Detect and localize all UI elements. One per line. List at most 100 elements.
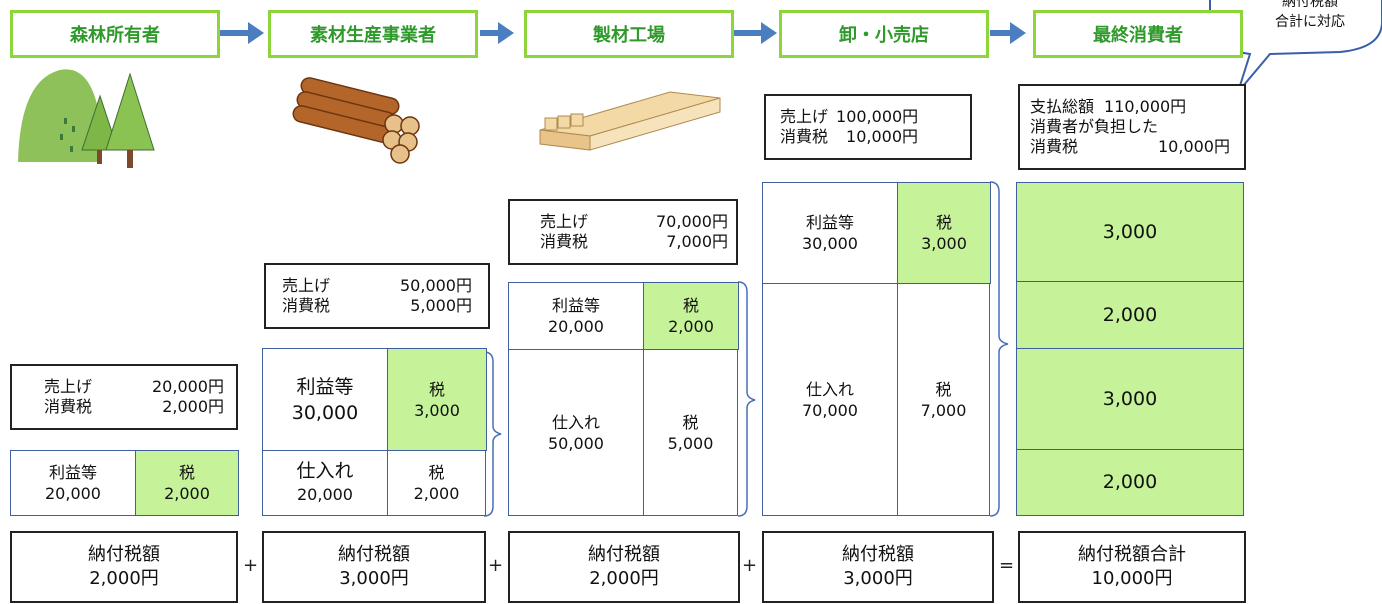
logger-sales-box: 売上げ 50,000円 消費税 5,000円 [264, 263, 490, 329]
retail-taxcell-value: 3,000 [921, 234, 967, 253]
sawmill-profit-value: 20,000 [548, 317, 604, 336]
callout-line-2: 合計に対応 [1275, 14, 1345, 30]
consumer-pay-box: 納付税額合計 10,000円 [1018, 531, 1246, 603]
arrow-4 [990, 22, 1026, 44]
plus-operator-1: + [243, 555, 259, 576]
logger-taxcell-value: 3,000 [414, 400, 460, 420]
consumer-total-label: 支払総額 [1030, 97, 1095, 116]
flow-arrows [220, 22, 1026, 44]
retail-breakdown: 利益等 30,000 税 3,000 仕入れ 70,000 税 7,000 [762, 182, 991, 516]
retail-profit-label: 利益等 [805, 213, 854, 232]
sawmill-purchasetax-label: 税 [682, 412, 699, 432]
retail-purchase-cell: 仕入れ 70,000 [763, 283, 897, 515]
forest-sales-label: 売上げ [44, 377, 93, 396]
consumer-pay-value: 10,000円 [1091, 568, 1173, 589]
forest-sales-box: 売上げ 20,000円 消費税 2,000円 [10, 364, 238, 430]
forest-taxcell-label: 税 [178, 463, 195, 482]
logger-purchase-label: 仕入れ [296, 460, 354, 482]
stage-forest-owner: 森林所有者 [10, 10, 220, 58]
consumer-tax-value: 10,000円 [1158, 137, 1230, 156]
sawmill-breakdown: 利益等 20,000 税 2,000 仕入れ 50,000 税 5,000 [508, 282, 739, 516]
forest-tax-value: 2,000円 [162, 397, 224, 416]
sawmill-tax-cell: 税 2,000 [643, 282, 739, 350]
brackets [483, 181, 1009, 517]
consumer-segment-1: 3,000 [1016, 182, 1244, 282]
lumber-illustration [539, 91, 721, 151]
logger-profit-label: 利益等 [296, 375, 354, 398]
consumer-tax-label: 消費税 [1030, 137, 1079, 156]
forest-illustration [18, 69, 155, 168]
logger-purchase-value: 20,000 [297, 485, 353, 504]
equals-operator: = [999, 555, 1015, 576]
bracket-retail [989, 181, 1009, 517]
logger-pay-value: 3,000円 [339, 568, 409, 589]
plus-operator-3: + [742, 555, 758, 576]
sawmill-pay-box: 納付税額 2,000円 [508, 531, 740, 603]
logger-breakdown: 利益等 30,000 税 3,000 仕入れ 20,000 税 2,000 [262, 348, 487, 516]
forest-profit-cell: 利益等 20,000 [11, 451, 135, 515]
forest-profit-label: 利益等 [48, 463, 97, 482]
forest-sales-value: 20,000円 [152, 377, 224, 396]
sawmill-sales-label: 売上げ [540, 212, 589, 231]
logger-taxcell-label: 税 [428, 379, 445, 399]
retail-purchasetax-value: 7,000 [920, 400, 967, 420]
logger-profit-cell: 利益等 30,000 [263, 349, 387, 450]
forest-taxcell-value: 2,000 [164, 484, 210, 503]
retail-tax-value: 10,000円 [846, 127, 919, 146]
logger-pay-label: 納付税額 [338, 544, 410, 565]
sawmill-purchasetax-cell: 税 5,000 [643, 349, 737, 515]
retail-purchase-value: 70,000 [802, 400, 858, 420]
sawmill-purchase-value: 50,000 [548, 433, 604, 453]
sawmill-profit-cell: 利益等 20,000 [509, 283, 643, 349]
retail-pay-value: 3,000円 [843, 568, 913, 589]
retail-purchasetax-cell: 税 7,000 [897, 283, 989, 515]
sawmill-sales-value: 70,000円 [656, 212, 728, 231]
forest-pay-box: 納付税額 2,000円 [10, 531, 238, 603]
callout-text: 納付税額 合計に対応 [1244, 0, 1376, 32]
logger-pay-box: 納付税額 3,000円 [262, 531, 486, 603]
logger-tax-value: 5,000円 [410, 296, 472, 315]
bracket-sawmill [737, 281, 756, 517]
retail-profit-value: 30,000 [802, 234, 858, 253]
logger-tax-cell: 税 3,000 [387, 348, 487, 451]
retail-sales-box: 売上げ 100,000円 消費税 10,000円 [764, 94, 972, 160]
logger-sales-value: 50,000円 [400, 276, 472, 295]
logger-purchasetax-cell: 税 2,000 [387, 450, 485, 515]
consumer-segment-4: 2,000 [1016, 449, 1244, 516]
sawmill-purchase-cell: 仕入れ 50,000 [509, 349, 643, 515]
logger-tax-label: 消費税 [282, 296, 331, 315]
logger-purchase-cell: 仕入れ 20,000 [263, 450, 387, 515]
logger-purchasetax-value: 2,000 [413, 484, 460, 503]
logger-profit-value: 30,000 [291, 401, 359, 424]
forest-pay-value: 2,000円 [89, 568, 159, 589]
retail-pay-box: 納付税額 3,000円 [762, 531, 994, 603]
plus-operator-2: + [488, 555, 504, 576]
forest-breakdown: 利益等 20,000 税 2,000 [10, 450, 239, 516]
stage-consumer: 最終消費者 [1033, 10, 1243, 58]
sawmill-taxcell-label: 税 [682, 296, 699, 315]
sawmill-pay-label: 納付税額 [588, 544, 660, 565]
forest-pay-label: 納付税額 [88, 544, 160, 565]
logger-sales-label: 売上げ [282, 276, 331, 295]
logger-purchasetax-label: 税 [428, 463, 445, 482]
consumer-note: 消費者が負担した [1030, 117, 1159, 136]
retail-taxcell-label: 税 [935, 213, 952, 232]
sawmill-pay-value: 2,000円 [589, 568, 659, 589]
callout-line-1: 納付税額 [1282, 0, 1338, 10]
consumer-pay-label: 納付税額合計 [1078, 544, 1186, 565]
retail-sales-label: 売上げ [780, 107, 829, 126]
arrow-1 [220, 22, 264, 44]
retail-tax-label: 消費税 [780, 127, 829, 146]
retail-pay-label: 納付税額 [842, 544, 914, 565]
sawmill-taxcell-value: 2,000 [668, 317, 714, 336]
retail-sales-value: 100,000円 [836, 107, 919, 126]
sawmill-profit-label: 利益等 [551, 296, 600, 315]
arrow-3 [733, 22, 777, 44]
forest-profit-value: 20,000 [45, 484, 101, 503]
arrow-2 [480, 22, 514, 44]
forest-tax-label: 消費税 [44, 397, 93, 416]
retail-purchase-label: 仕入れ [805, 379, 854, 399]
